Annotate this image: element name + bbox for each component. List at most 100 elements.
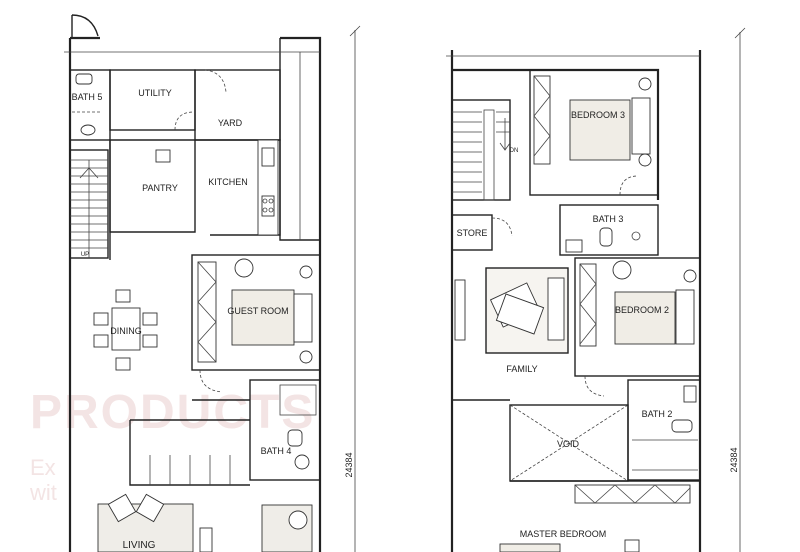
gf-dining-set [93, 289, 158, 371]
ff-master-nightstand [624, 539, 640, 552]
gf-yard-door [204, 69, 227, 93]
gf-hob-burner-3 [262, 207, 268, 213]
ff-stair-treads [452, 109, 511, 201]
label-ff-stair: DN [510, 148, 519, 154]
gf-bath5-sink [80, 124, 96, 136]
gf-guest-wardrobe-marks [197, 261, 217, 363]
label-bath2: BATH 2 [642, 409, 673, 419]
ff-bedroom2-wardrobe [579, 263, 597, 347]
label-bath5: BATH 5 [72, 92, 103, 102]
ff-store-door [491, 217, 513, 237]
ff-master-bed [499, 543, 561, 552]
ff-bath2-walls [627, 379, 701, 481]
watermark-subtext-2: wit [30, 480, 57, 505]
gf-guest-room-walls [191, 254, 321, 371]
ff-master-wardrobe [574, 484, 691, 504]
label-ff-dimension: 24384 [729, 447, 739, 472]
gf-guest-chair [234, 258, 254, 278]
ff-family-tv-unit [454, 279, 466, 341]
ff-bedroom2-door [584, 375, 605, 397]
label-bedroom2: BEDROOM 2 [615, 305, 669, 315]
watermark-text: PRODUCTS [30, 386, 316, 439]
gf-guest-bed [231, 289, 295, 346]
ff-bath3-walls [559, 204, 659, 256]
gf-lobby-panels [149, 455, 231, 485]
first-floor-plan [446, 27, 746, 552]
gf-entry-door [71, 14, 99, 38]
ground-floor-plan [64, 14, 361, 552]
ff-bedroom3-lamp-1 [638, 77, 652, 91]
label-bath3: BATH 3 [593, 214, 624, 224]
ff-master-walls [452, 399, 700, 482]
ff-bedroom3-headboard [631, 97, 651, 155]
label-utility: UTILITY [138, 88, 172, 98]
label-kitchen: KITCHEN [208, 177, 248, 187]
ff-bath3-toilet [599, 227, 613, 247]
ff-bedroom3-wardrobe-marks [533, 75, 551, 157]
ff-void-cross [509, 404, 629, 482]
ff-bath3-sink [565, 239, 583, 253]
label-gf-dimension: 24384 [344, 452, 354, 477]
gf-bath4-shower [279, 384, 317, 416]
gf-living-chair-right [288, 510, 308, 530]
ff-bath2-sink [683, 385, 697, 403]
label-pantry: PANTRY [142, 183, 178, 193]
ff-bedroom3-walls [529, 69, 659, 196]
label-bedroom3: BEDROOM 3 [571, 110, 625, 120]
gf-bath5-toilet [75, 73, 93, 85]
gf-bath4-walls [249, 379, 321, 481]
label-dining: DINING [110, 326, 142, 336]
label-living: LIVING [123, 540, 156, 551]
gf-utility-walls [109, 69, 196, 131]
gf-pantry-sink [155, 149, 171, 163]
label-bath4: BATH 4 [261, 446, 292, 456]
ff-family-cushion-2 [495, 293, 545, 335]
ff-bedroom3-lamp-2 [638, 153, 652, 167]
label-guest-room: GUEST ROOM [227, 306, 288, 316]
ff-master-wardrobe-marks [574, 484, 691, 504]
label-void: VOID [557, 439, 580, 449]
label-store: STORE [457, 228, 488, 238]
watermark-subtext-1: Ex [30, 455, 56, 480]
ff-bedroom2-chair [612, 260, 632, 280]
label-yard: YARD [218, 118, 243, 128]
ff-bedroom2-lamp [683, 269, 697, 283]
gf-kitchen-hob [261, 195, 275, 217]
ff-family-sofa [547, 277, 565, 341]
gf-yard-walls [194, 69, 281, 141]
gf-kitchen-sink [261, 147, 275, 167]
gf-guest-bed-headboard [293, 293, 313, 343]
gf-utility-door [174, 111, 195, 131]
gf-kitchen-walls [195, 139, 281, 236]
gf-stair-treads [70, 159, 108, 258]
gf-living-cabinet [199, 527, 213, 552]
gf-bath4-toilet [287, 429, 303, 447]
ff-bedroom2-headboard [675, 289, 695, 345]
ff-dimension-tick [734, 27, 746, 39]
gf-dimension-tick [349, 25, 361, 37]
label-family: FAMILY [506, 364, 537, 374]
gf-hob-burner-1 [262, 198, 268, 204]
gf-guest-lamp-2 [299, 350, 313, 364]
gf-living-armchair-2 [135, 493, 165, 523]
ff-bath2-toilet [671, 419, 693, 433]
gf-guest-door [199, 369, 223, 393]
gf-bath4-sink [294, 454, 310, 470]
label-master-bedroom: MASTER BEDROOM [520, 529, 607, 539]
ff-staircase [451, 99, 511, 201]
gf-living-seat-right [261, 504, 313, 552]
gf-living-armchair-1 [107, 493, 137, 523]
gf-hob-burner-2 [268, 198, 274, 204]
label-gf-stair: UP [81, 252, 89, 258]
ff-store-walls [451, 214, 493, 251]
ff-bedroom3-bed [569, 99, 631, 161]
room-labels: BATH 5 UTILITY YARD PANTRY KITCHEN GUEST… [72, 88, 739, 551]
ff-bedroom3-wardrobe [533, 75, 551, 165]
ff-bedroom2-bed [614, 291, 676, 345]
gf-guest-lamp-1 [299, 265, 313, 279]
ff-bedroom3-door [619, 175, 639, 196]
ff-bedroom2-walls [574, 257, 701, 377]
gf-hob-burner-4 [268, 207, 274, 213]
